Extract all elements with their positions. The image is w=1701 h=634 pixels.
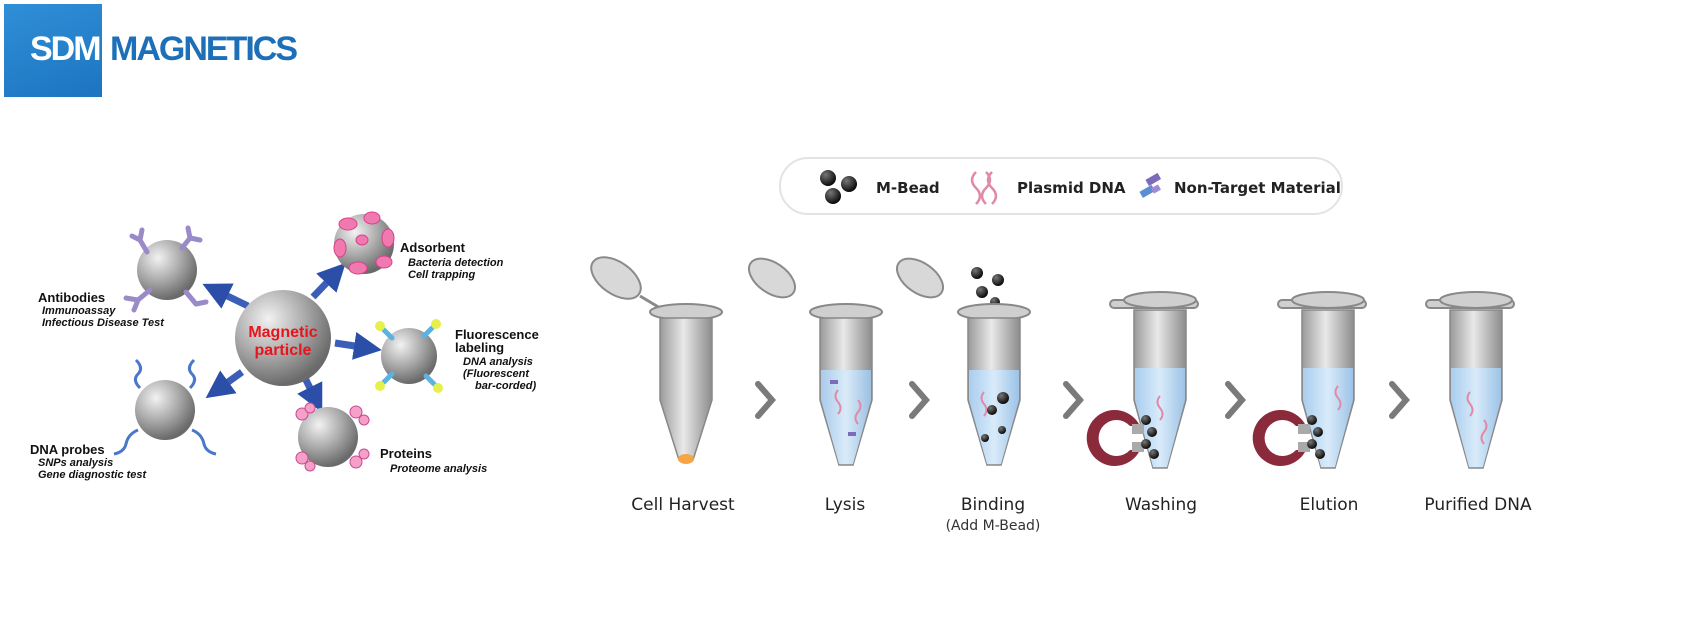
chevron-right-icon xyxy=(1225,381,1246,419)
step-label-washing: Washing xyxy=(1125,495,1197,515)
fluorescence-line2: (Fluorescent xyxy=(463,368,530,380)
dna-probes-line1: SNPs analysis xyxy=(38,457,113,469)
logo-text-magnetics: MAGNETICS xyxy=(110,30,298,68)
legend-m-bead: M-Bead xyxy=(876,179,940,197)
antibodies-line1: Immunoassay xyxy=(42,305,116,317)
connector-arrows xyxy=(202,262,382,413)
tube-cell-harvest xyxy=(590,256,723,464)
dna-probes-line2: Gene diagnostic test xyxy=(38,469,148,481)
non-target-material-icon xyxy=(1139,172,1162,198)
legend-non-target-material: Non-Target Material xyxy=(1174,179,1341,197)
fluorescence-line3: bar-corded) xyxy=(475,380,536,392)
logo-text-sdm: SDM xyxy=(30,30,102,68)
center-label-line1: Magnetic xyxy=(248,324,317,341)
magnetic-particle-diagram: Magnetic particle Antibodies Immunoassay… xyxy=(30,211,539,481)
legend-plasmid-dna: Plasmid DNA xyxy=(1017,179,1126,197)
antibodies-sphere xyxy=(123,225,209,313)
chevron-right-icon xyxy=(909,381,930,419)
proteins-sphere xyxy=(295,402,370,472)
fluorescence-sphere xyxy=(375,319,443,393)
center-label-line2: particle xyxy=(255,342,312,359)
tube-elution xyxy=(1252,291,1367,469)
fluorescence-title1: Fluorescence xyxy=(455,327,539,342)
magnetic-particle-sphere xyxy=(235,290,331,386)
fluorescence-line1: DNA analysis xyxy=(463,356,533,368)
chevron-right-icon xyxy=(1389,381,1410,419)
adsorbent-title: Adsorbent xyxy=(400,240,466,255)
adsorbent-line1: Bacteria detection xyxy=(408,257,504,269)
plasmid-dna-icon xyxy=(970,171,998,205)
step-label-elution: Elution xyxy=(1300,495,1359,515)
dna-probes-title: DNA probes xyxy=(30,442,105,457)
step-label-cell-harvest: Cell Harvest xyxy=(631,495,735,515)
adsorbent-sphere xyxy=(333,211,395,275)
logo-box xyxy=(4,4,102,97)
magnet-icon xyxy=(1086,410,1144,467)
adsorbent-line2: Cell trapping xyxy=(408,269,476,281)
m-bead-icon xyxy=(820,170,857,204)
magnet-icon xyxy=(1252,410,1310,467)
falling-beads xyxy=(971,267,1004,307)
dna-probes-sphere xyxy=(113,358,217,456)
legend-frame xyxy=(779,157,1343,215)
tube-binding xyxy=(896,257,1031,466)
step-label-purified-dna: Purified DNA xyxy=(1424,495,1532,515)
tube-washing xyxy=(1086,291,1199,469)
fluorescence-title2: labeling xyxy=(455,340,504,355)
proteins-line1: Proteome analysis xyxy=(390,463,487,475)
tube-purified-dna xyxy=(1425,291,1515,469)
proteins-title: Proteins xyxy=(380,446,432,461)
antibodies-title: Antibodies xyxy=(38,290,105,305)
legend: M-Bead Plasmid DNA Non-Target Material xyxy=(779,157,1343,215)
antibodies-line2: Infectious Disease Test xyxy=(42,317,165,329)
cell-pellet xyxy=(678,454,694,464)
step-sublabel-binding: (Add M-Bead) xyxy=(946,518,1041,534)
tube-lid-open xyxy=(590,256,661,310)
step-label-binding: Binding xyxy=(961,495,1025,515)
chevron-right-icon xyxy=(755,381,776,419)
tube-lysis xyxy=(748,257,883,466)
chevron-right-icon xyxy=(1063,381,1084,419)
step-label-lysis: Lysis xyxy=(825,495,866,515)
